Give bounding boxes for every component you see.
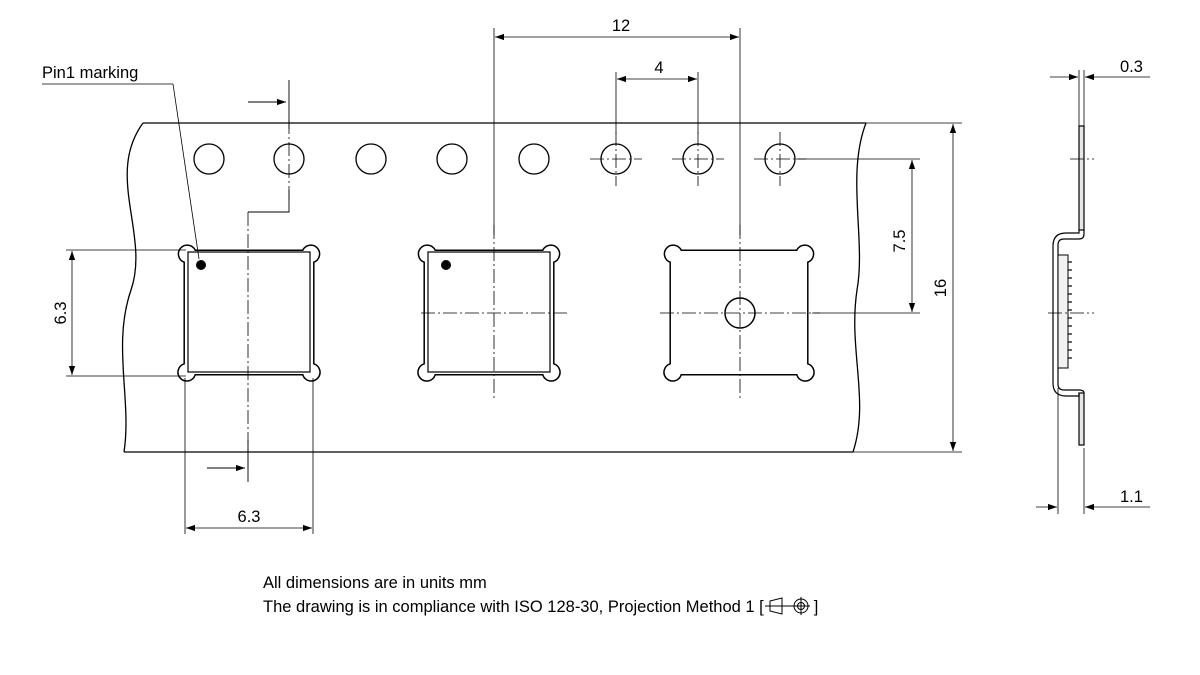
dim-hole-pitch-label: 4 bbox=[654, 59, 663, 77]
pin1-dot bbox=[196, 260, 206, 270]
tape-side-view bbox=[1052, 125, 1085, 446]
dim-pocket-depth-label: 1.1 bbox=[1120, 488, 1143, 506]
compliance-suffix: ] bbox=[813, 598, 819, 616]
pocket-outline bbox=[417, 244, 561, 382]
projection-method-1-icon bbox=[764, 597, 810, 615]
carrier-tape bbox=[121, 122, 867, 453]
sprocket-hole bbox=[518, 143, 550, 175]
sprocket-hole bbox=[193, 143, 225, 175]
sprocket-hole bbox=[436, 143, 468, 175]
dim-pocket-depth bbox=[1036, 388, 1150, 514]
pocket-outline bbox=[663, 244, 815, 382]
dim-hole-pitch bbox=[615, 72, 699, 134]
pocket-outline bbox=[177, 244, 321, 382]
component-body bbox=[187, 251, 311, 373]
dim-pitch bbox=[493, 28, 741, 235]
section-cut bbox=[207, 80, 290, 482]
units-note: All dimensions are in units mm bbox=[263, 574, 487, 592]
pin1-callout bbox=[42, 83, 200, 260]
dim-pocket-width-label: 6.3 bbox=[238, 508, 261, 526]
center-lines bbox=[247, 120, 820, 470]
component-body bbox=[427, 251, 551, 373]
dim-pitch-label: 12 bbox=[612, 17, 630, 35]
component-side bbox=[1057, 254, 1069, 369]
dim-hole-to-center bbox=[796, 158, 920, 314]
drawing-notes: All dimensions are in units mm The drawi… bbox=[263, 571, 818, 619]
pockets bbox=[177, 244, 815, 382]
dim-pocket-width bbox=[184, 378, 314, 534]
dim-tape-thickness-label: 0.3 bbox=[1120, 58, 1143, 76]
dim-tape-width-label: 16 bbox=[932, 279, 950, 297]
dim-hole-to-center-label: 7.5 bbox=[891, 230, 909, 253]
sprocket-hole bbox=[355, 143, 387, 175]
dim-tape-width bbox=[853, 122, 962, 453]
compliance-note: The drawing is in compliance with ISO 12… bbox=[263, 595, 818, 619]
pin1-dot bbox=[441, 260, 451, 270]
side-view-center-lines bbox=[1048, 158, 1094, 314]
pin1-label: Pin1 marking bbox=[42, 64, 138, 82]
compliance-prefix: The drawing is in compliance with ISO 12… bbox=[263, 598, 764, 616]
dim-tape-thickness bbox=[1050, 70, 1150, 128]
dim-pocket-height-label: 6.3 bbox=[52, 302, 70, 325]
pocket-hole bbox=[724, 297, 756, 329]
dim-pocket-height bbox=[66, 249, 186, 377]
